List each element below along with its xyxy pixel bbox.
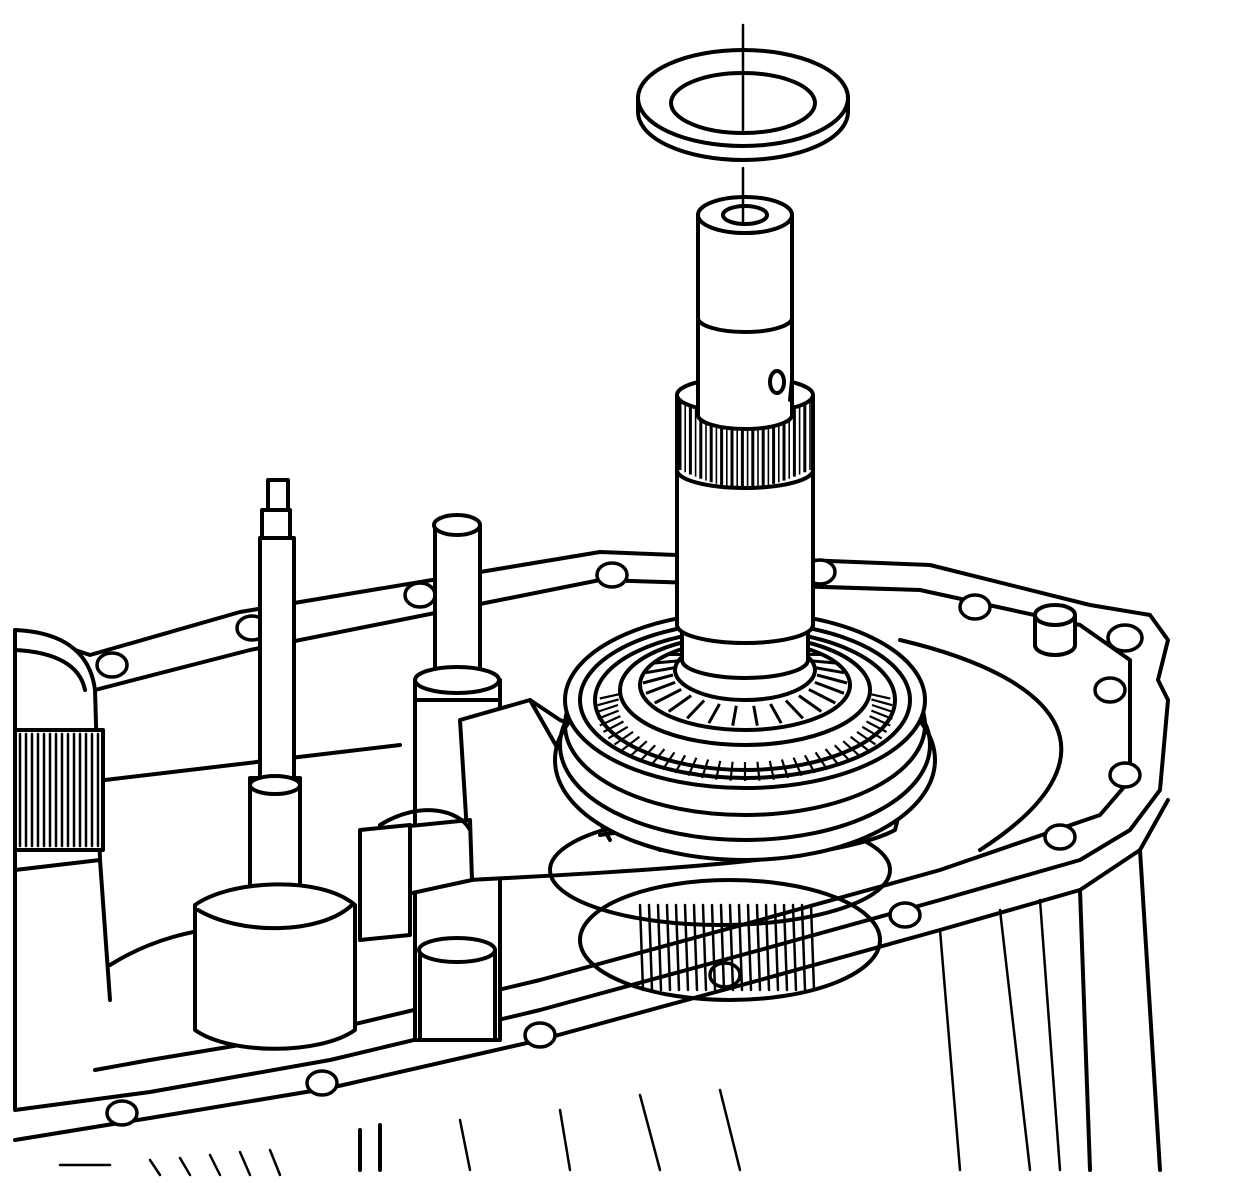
output-shaft-splines <box>675 375 815 680</box>
dowel-pin <box>1033 603 1077 657</box>
installer-tool <box>696 195 794 431</box>
shift-rail-left <box>193 478 357 1051</box>
left-shaft-splines <box>13 628 112 1002</box>
